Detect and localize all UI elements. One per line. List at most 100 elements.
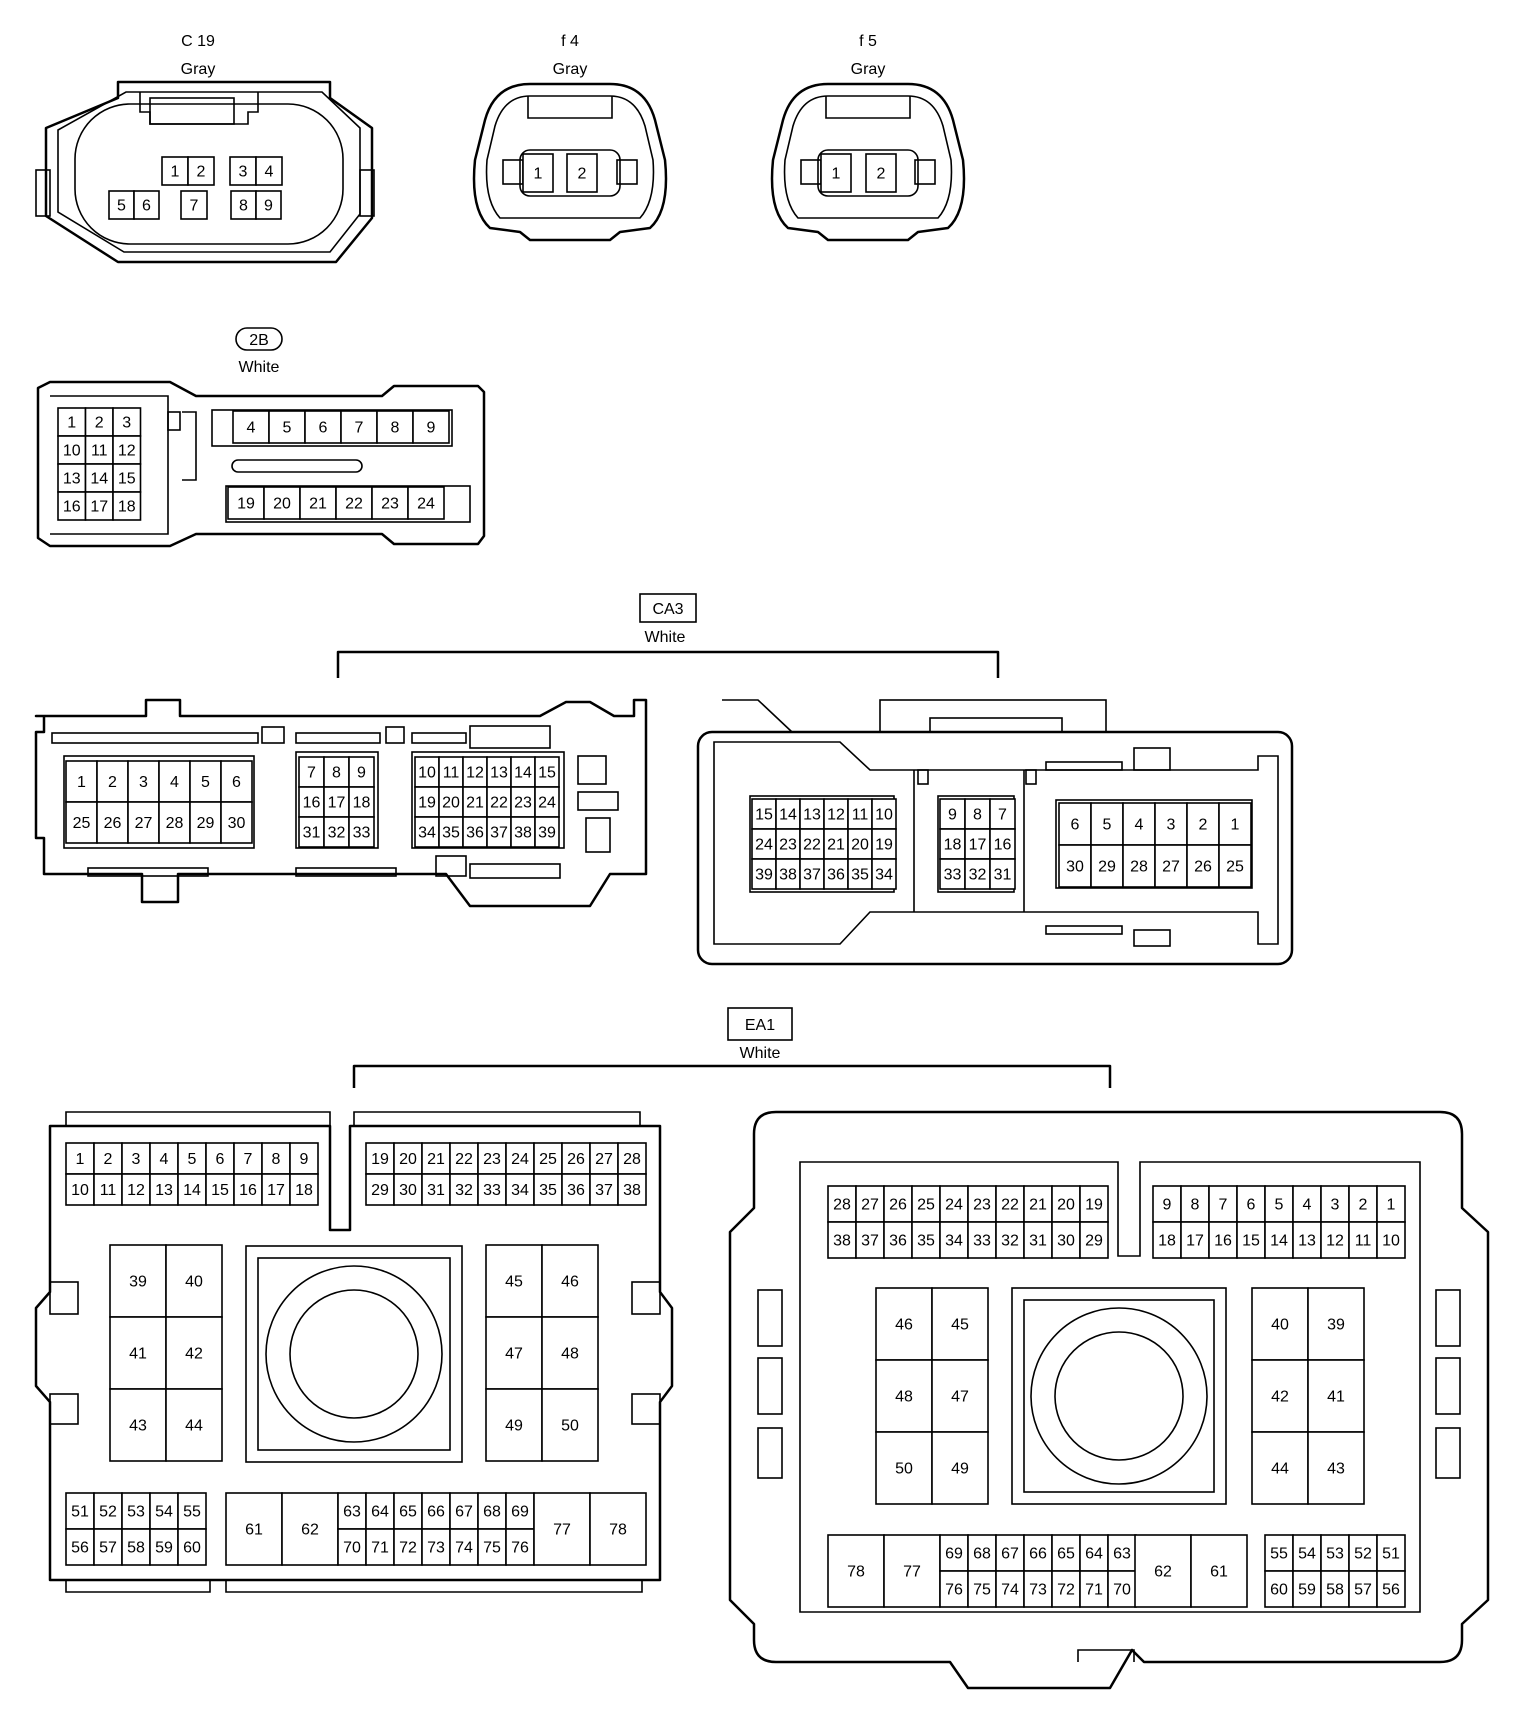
ea1-left-pin-46: 46 bbox=[541, 1244, 599, 1318]
ca3-right-pin-label: 13 bbox=[803, 807, 821, 824]
ea1-left-pin-label: 28 bbox=[623, 1151, 641, 1168]
ca3-right-pin-9: 9 bbox=[939, 798, 966, 830]
ca3-right-pin-39: 39 bbox=[751, 858, 777, 890]
ea1-left-pin-12: 12 bbox=[121, 1173, 151, 1206]
ca3-right-pin-label: 9 bbox=[948, 807, 957, 824]
ca3-left-pin-label: 21 bbox=[466, 795, 484, 812]
connector-f4-housing bbox=[472, 82, 668, 242]
ea1-left-pin-label: 26 bbox=[567, 1151, 585, 1168]
ea1-right-pin-label: 59 bbox=[1298, 1582, 1316, 1599]
connector-ca3-left-housing bbox=[34, 698, 648, 908]
ea1-left-pin-label: 73 bbox=[427, 1540, 445, 1557]
ca3-left-pin-label: 5 bbox=[201, 774, 210, 791]
ea1-right-pin-label: 16 bbox=[1214, 1233, 1232, 1250]
ca3-right-pin-3: 3 bbox=[1154, 802, 1188, 846]
ea1-right-pin-label: 65 bbox=[1057, 1546, 1075, 1563]
ca3-left-pin-9: 9 bbox=[348, 756, 375, 788]
ca3-right-pin-label: 17 bbox=[969, 837, 987, 854]
ea1-right-pin-66: 66 bbox=[1023, 1534, 1053, 1572]
ca3-left-pin-36: 36 bbox=[462, 816, 488, 848]
ea1-left-pin-71: 71 bbox=[365, 1528, 395, 1566]
f5-pin-1: 1 bbox=[820, 153, 852, 193]
ca3-left-pin-label: 39 bbox=[538, 825, 556, 842]
ea1-left-pin-label: 54 bbox=[155, 1504, 173, 1521]
f4-pin-2: 2 bbox=[566, 153, 598, 193]
ea1-left-pin-31: 31 bbox=[421, 1173, 451, 1206]
connector-2b-code: 2B bbox=[249, 332, 269, 349]
ea1-right-pin-20: 20 bbox=[1051, 1185, 1081, 1223]
ea1-left-pin-55: 55 bbox=[177, 1492, 207, 1530]
ca3-right-pin-32: 32 bbox=[964, 858, 991, 890]
ea1-right-pin-label: 49 bbox=[951, 1461, 969, 1478]
ca3-left-pin-33: 33 bbox=[348, 816, 375, 848]
ea1-left-pin-label: 57 bbox=[99, 1540, 117, 1557]
ca3-left-pin-label: 20 bbox=[442, 795, 460, 812]
ca3-left-pin-label: 11 bbox=[443, 765, 460, 782]
2b-pin-9: 9 bbox=[412, 410, 450, 444]
ea1-right-pin-label: 52 bbox=[1354, 1546, 1372, 1563]
2b-pin-8: 8 bbox=[376, 410, 414, 444]
ea1-left-pin-label: 41 bbox=[129, 1346, 147, 1363]
ca3-right-pin-label: 33 bbox=[944, 867, 962, 884]
connector-ca3-bracket bbox=[336, 650, 1000, 678]
2b-pin-label: 7 bbox=[355, 420, 364, 437]
ca3-right-pin-35: 35 bbox=[847, 858, 873, 890]
ca3-left-pin-5: 5 bbox=[189, 760, 222, 803]
ea1-left-pin-label: 68 bbox=[483, 1504, 501, 1521]
ea1-right-pin-label: 36 bbox=[889, 1233, 907, 1250]
ea1-right-pin-label: 70 bbox=[1113, 1582, 1131, 1599]
ca3-left-pin-label: 37 bbox=[490, 825, 508, 842]
ea1-right-pin-label: 47 bbox=[951, 1389, 969, 1406]
ca3-right-pin-label: 6 bbox=[1071, 817, 1080, 834]
ca3-left-pin-7: 7 bbox=[298, 756, 325, 788]
ea1-left-pin-16: 16 bbox=[233, 1173, 263, 1206]
ea1-right-pin-label: 6 bbox=[1247, 1197, 1256, 1214]
ca3-right-pin-5: 5 bbox=[1090, 802, 1124, 846]
ea1-left-pin-label: 60 bbox=[183, 1540, 201, 1557]
ca3-left-pin-15: 15 bbox=[534, 756, 560, 788]
ea1-left-pin-label: 9 bbox=[300, 1151, 309, 1168]
c19-pin-2: 2 bbox=[187, 156, 215, 186]
ea1-left-pin-label: 15 bbox=[211, 1182, 229, 1199]
ea1-right-pin-label: 41 bbox=[1327, 1389, 1345, 1406]
2b-pin-21: 21 bbox=[299, 486, 337, 520]
2b-pin-22: 22 bbox=[335, 486, 373, 520]
c19-pin-1: 1 bbox=[161, 156, 189, 186]
ea1-left-pin-63: 63 bbox=[337, 1492, 367, 1530]
2b-pin-label: 11 bbox=[91, 443, 108, 460]
ea1-left-pin-5: 5 bbox=[177, 1142, 207, 1175]
ca3-right-pin-label: 10 bbox=[875, 807, 893, 824]
ca3-right-pin-7: 7 bbox=[989, 798, 1016, 830]
ea1-right-pin-3: 3 bbox=[1320, 1185, 1350, 1223]
ca3-left-pin-label: 32 bbox=[328, 825, 346, 842]
c19-pin-label: 1 bbox=[171, 164, 180, 181]
ea1-right-pin-7: 7 bbox=[1208, 1185, 1238, 1223]
ea1-right-pin-label: 12 bbox=[1326, 1233, 1344, 1250]
ea1-left-pin-25: 25 bbox=[533, 1142, 563, 1175]
ea1-left-pin-15: 15 bbox=[205, 1173, 235, 1206]
ea1-left-pin-label: 20 bbox=[399, 1151, 417, 1168]
ca3-left-pin-29: 29 bbox=[189, 801, 222, 844]
ea1-right-pin-9: 9 bbox=[1152, 1185, 1182, 1223]
ea1-right-pin-21: 21 bbox=[1023, 1185, 1053, 1223]
ea1-left-pin-label: 74 bbox=[455, 1540, 473, 1557]
ea1-left-pin-29: 29 bbox=[365, 1173, 395, 1206]
ea1-right-pin-76: 76 bbox=[939, 1570, 969, 1608]
ea1-left-pin-7: 7 bbox=[233, 1142, 263, 1175]
ea1-right-pin-label: 54 bbox=[1298, 1546, 1316, 1563]
ca3-left-pin-label: 9 bbox=[357, 765, 366, 782]
c19-pin-4: 4 bbox=[255, 156, 283, 186]
connector-ca3-code: CA3 bbox=[652, 601, 683, 618]
ea1-right-pin-78: 78 bbox=[827, 1534, 885, 1608]
ca3-right-pin-label: 25 bbox=[1226, 859, 1244, 876]
connector-f4-color: Gray bbox=[553, 61, 588, 78]
ca3-right-pin-label: 4 bbox=[1135, 817, 1144, 834]
ea1-left-pin-57: 57 bbox=[93, 1528, 123, 1566]
2b-pin-label: 22 bbox=[345, 496, 363, 513]
2b-pin-6: 6 bbox=[304, 410, 342, 444]
ea1-right-pin-50: 50 bbox=[875, 1431, 933, 1505]
ca3-left-pin-label: 31 bbox=[303, 825, 321, 842]
ea1-right-pin-49: 49 bbox=[931, 1431, 989, 1505]
